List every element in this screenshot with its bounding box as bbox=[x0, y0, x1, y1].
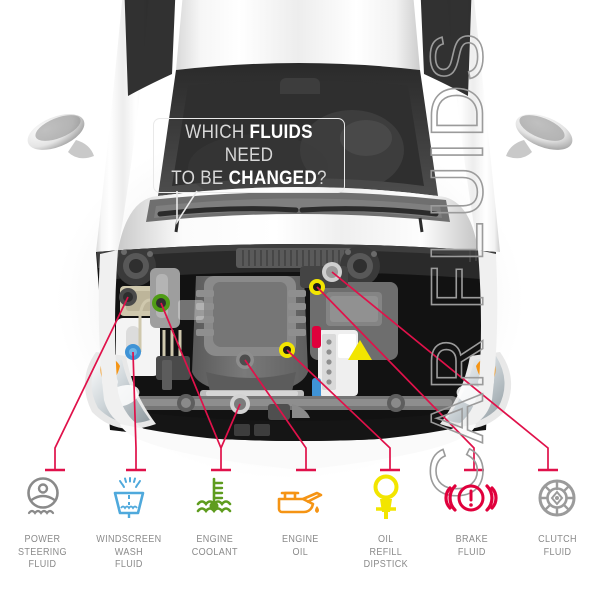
fluid-label-power-steering: POWER STEERING FLUID bbox=[18, 533, 68, 571]
fluid-item-brake-fluid[interactable]: BRAKE FLUID bbox=[429, 470, 515, 600]
fluid-label-oil-refill-dipstick: OIL REFILL DIPSTICK bbox=[363, 533, 408, 571]
brake-warning-icon bbox=[444, 470, 498, 526]
fluid-label-engine-oil: ENGINE OIL bbox=[281, 533, 319, 558]
bubble-line2-post: ? bbox=[316, 168, 327, 189]
bubble-line2-pre: TO BE bbox=[171, 168, 229, 189]
fluid-label-brake-fluid: BRAKE FLUID bbox=[455, 533, 488, 558]
coolant-thermometer-icon bbox=[189, 470, 239, 526]
bubble-line1-post: NEED bbox=[224, 145, 274, 166]
fluid-item-power-steering[interactable]: POWER STEERING FLUID bbox=[0, 470, 86, 600]
bubble-line1-bold: FLUIDS bbox=[249, 122, 313, 143]
bubble-line1-pre: WHICH bbox=[185, 122, 250, 143]
oil-can-icon bbox=[273, 470, 327, 526]
fluid-item-engine-coolant[interactable]: ENGINE COOLANT bbox=[171, 470, 257, 600]
speech-bubble-text: WHICH FLUIDS NEED TO BE CHANGED? bbox=[164, 121, 335, 190]
fluid-label-clutch-fluid: CLUTCH FLUID bbox=[537, 533, 577, 558]
fluid-item-clutch-fluid[interactable]: CLUTCH FLUID bbox=[514, 470, 600, 600]
fluid-item-windscreen-wash[interactable]: WINDSCREEN WASH FLUID bbox=[86, 470, 172, 600]
fluid-item-engine-oil[interactable]: ENGINE OIL bbox=[257, 470, 343, 600]
steering-wheel-icon bbox=[18, 470, 68, 526]
clutch-disc-icon bbox=[532, 470, 582, 526]
fluid-label-windscreen-wash: WINDSCREEN WASH FLUID bbox=[95, 533, 162, 571]
fluid-icon-row: POWER STEERING FLUID bbox=[0, 470, 600, 600]
fluid-label-engine-coolant: ENGINE COOLANT bbox=[191, 533, 238, 558]
engine-marker-power-steering bbox=[119, 288, 137, 306]
windscreen-washer-icon bbox=[104, 470, 154, 526]
dipstick-icon bbox=[361, 470, 411, 526]
speech-bubble: WHICH FLUIDS NEED TO BE CHANGED? bbox=[153, 118, 345, 193]
fluid-item-oil-refill-dipstick[interactable]: OIL REFILL DIPSTICK bbox=[343, 470, 429, 600]
speech-bubble-tail bbox=[176, 190, 198, 225]
bubble-line2-bold: CHANGED bbox=[228, 168, 317, 189]
